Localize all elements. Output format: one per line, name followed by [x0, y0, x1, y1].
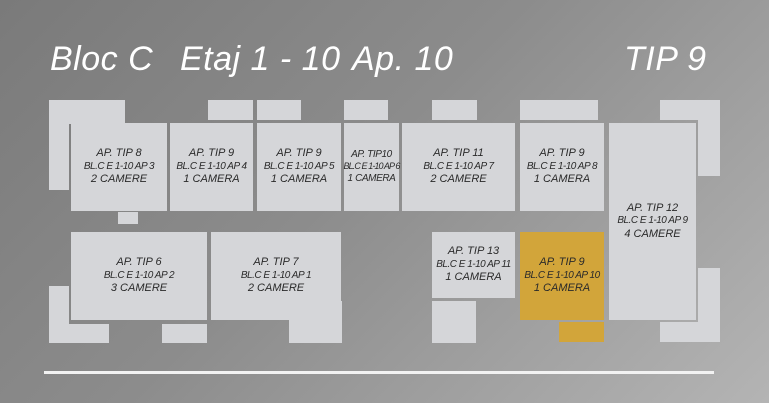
apartment-ap6[interactable]: AP. TIP10 BL.C E 1-10 AP 6 1 CAMERA [344, 123, 400, 211]
balcony-block [432, 100, 477, 120]
balcony-block [49, 100, 69, 190]
balcony-block [432, 301, 476, 343]
balcony-block-highlight [559, 322, 604, 342]
type-title: TIP 9 [624, 40, 707, 78]
balcony-block [698, 268, 720, 342]
balcony-block [344, 100, 388, 120]
corridor-block [118, 212, 138, 224]
apartment-ap3[interactable]: AP. TIP 8 BL.C E 1-10 AP 3 2 CAMERE [71, 123, 167, 211]
etaj-title: Etaj 1 - 10 [180, 40, 341, 78]
apartment-ap11[interactable]: AP. TIP 13 BL.C E 1-10 AP 11 1 CAMERA [432, 232, 515, 298]
apartment-ap7[interactable]: AP. TIP 11 BL.C E 1-10 AP 7 2 CAMERE [402, 123, 515, 211]
balcony-block [698, 100, 720, 176]
bloc-title: Bloc C [50, 40, 154, 78]
apartment-ap2[interactable]: AP. TIP 6 BL.C E 1-10 AP 2 3 CAMERE [71, 232, 207, 320]
balcony-block [257, 100, 301, 120]
divider-line [44, 371, 714, 374]
apartment-title: Ap. 10 [352, 40, 454, 78]
apartment-ap9[interactable]: AP. TIP 12 BL.C E 1-10 AP 9 4 CAMERE [609, 123, 696, 320]
balcony-block [49, 324, 109, 343]
balcony-block [208, 100, 253, 120]
balcony-block [520, 100, 598, 120]
balcony-block [162, 324, 207, 343]
apartment-ap10-selected[interactable]: AP. TIP 9 BL.C E 1-10 AP 10 1 CAMERA [520, 232, 604, 320]
apartment-ap1[interactable]: AP. TIP 7 BL.C E 1-10 AP 1 2 CAMERE [211, 232, 341, 320]
apartment-ap4[interactable]: AP. TIP 9 BL.C E 1-10 AP 4 1 CAMERA [170, 123, 253, 211]
apartment-ap5[interactable]: AP. TIP 9 BL.C E 1-10 AP 5 1 CAMERA [257, 123, 341, 211]
apartment-ap8[interactable]: AP. TIP 9 BL.C E 1-10 AP 8 1 CAMERA [520, 123, 604, 211]
